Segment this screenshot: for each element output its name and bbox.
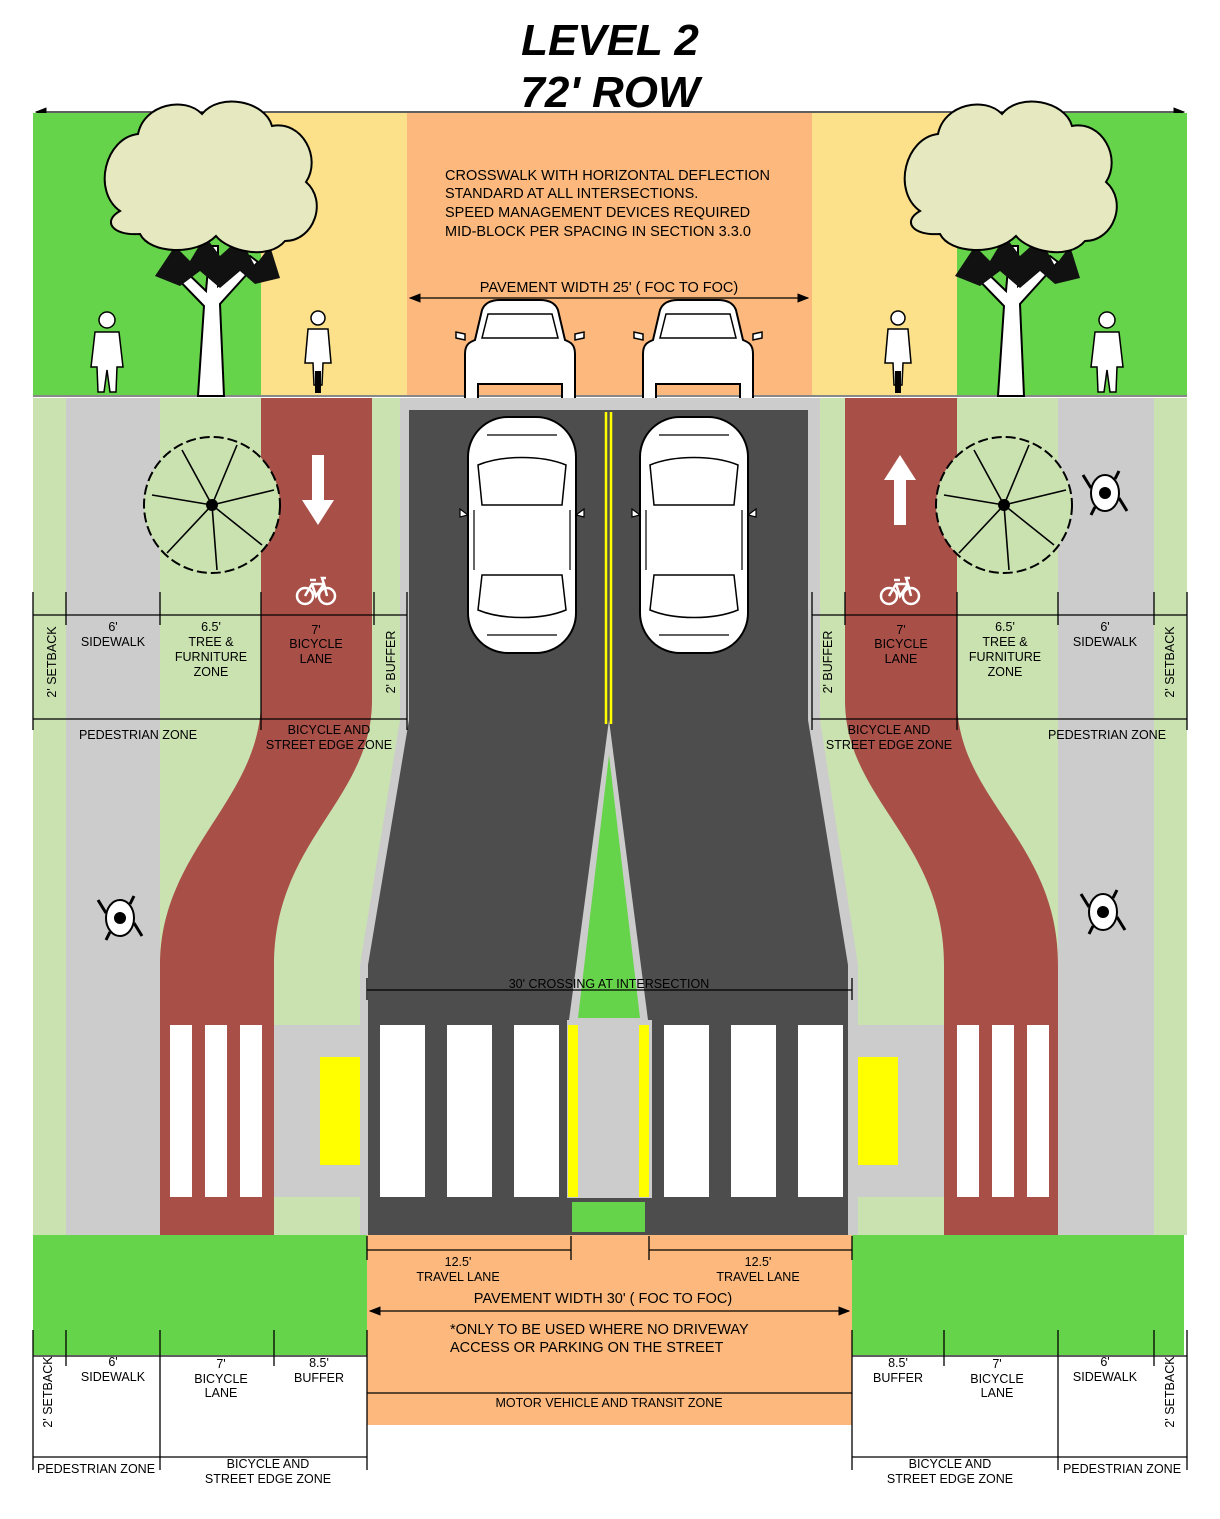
right-sidewalk [1058,398,1154,1235]
dim-label: 6' [1100,620,1109,634]
dim-label: LANE [981,1386,1014,1400]
dim-label: 2' SETBACK [1163,1356,1177,1428]
car-icon [459,416,585,654]
dim-label: BICYCLE [194,1372,248,1386]
dim-label: BICYCLE AND [909,1457,992,1471]
dim-label: BICYCLE [874,637,928,651]
dim-label: BICYCLE AND [848,723,931,737]
dim-label: BICYCLE [970,1372,1024,1386]
dim-label: LANE [300,652,333,666]
dim-label: STREET EDGE ZONE [266,738,392,752]
bottom-right-dimensions: 8.5' BUFFER 7' BICYCLE LANE 6' SIDEWALK … [851,1330,1188,1486]
dim-label: TRAVEL LANE [716,1270,799,1284]
crossing-dimensions: 30' CROSSING AT INTERSECTION 12.5' TRAVE… [366,977,853,1410]
dim-label: 2' SETBACK [41,1356,55,1428]
section-elevation: CROSSWALK WITH HORIZONTAL DEFLECTION STA… [33,100,1187,410]
dim-label: PEDESTRIAN ZONE [79,728,197,742]
crosswalk-stripes [170,1025,1049,1197]
dim-label: 6.5' [995,620,1015,634]
direction-arrow-icon [302,455,334,525]
dim-label: TREE & [982,635,1028,649]
dim-label: STREET EDGE ZONE [887,1472,1013,1486]
median-island [578,755,640,1018]
dim-label: BUFFER [873,1371,923,1385]
pavement-width-bottom: PAVEMENT WIDTH 30' ( FOC TO FOC) [474,1291,732,1307]
dim-label: BUFFER [294,1371,344,1385]
dim-label: STREET EDGE ZONE [826,738,952,752]
dim-label: 2' BUFFER [384,631,398,694]
dim-label: 7' [896,623,905,637]
title-line-2: 72' ROW [520,68,703,117]
note-line-2: STANDARD AT ALL INTERSECTIONS. [445,186,698,202]
dim-label: 12.5' [445,1255,472,1269]
bottom-left-dimensions: 2' SETBACK 6' SIDEWALK 7' BICYCLE LANE 8… [32,1330,368,1486]
right-dimensions: 2' BUFFER 7' BICYCLE LANE 6.5' TREE & FU… [811,592,1188,752]
dim-label: SIDEWALK [1073,1370,1138,1384]
bottom-left-grass [33,1235,367,1355]
dim-label: ZONE [988,665,1023,679]
motor-zone-label: MOTOR VEHICLE AND TRANSIT ZONE [495,1396,722,1410]
car-icon [631,416,757,654]
dim-label: SIDEWALK [81,635,146,649]
dim-label: 7' [216,1357,225,1371]
dim-label: TRAVEL LANE [416,1270,499,1284]
dim-label: PEDESTRIAN ZONE [37,1462,155,1476]
dim-label: ZONE [194,665,229,679]
bottom-note-line-2: ACCESS OR PARKING ON THE STREET [450,1340,724,1356]
pavement-width-top: PAVEMENT WIDTH 25' ( FOC TO FOC) [480,280,738,296]
dim-label: FURNITURE [175,650,247,664]
dim-label: STREET EDGE ZONE [205,1472,331,1486]
left-sidewalk [66,398,160,1235]
tree-icon [935,436,1073,574]
dim-label: BICYCLE [289,637,343,651]
bottom-note-line-1: *ONLY TO BE USED WHERE NO DRIVEWAY [450,1322,749,1338]
dim-label: 6' [108,620,117,634]
dim-label: BICYCLE AND [227,1457,310,1471]
note-line-4: MID-BLOCK PER SPACING IN SECTION 3.3.0 [445,224,751,240]
dim-label: SIDEWALK [81,1370,146,1384]
plan-view [33,398,1187,1425]
note-line-1: CROSSWALK WITH HORIZONTAL DEFLECTION [445,168,770,184]
dim-label: 8.5' [309,1356,329,1370]
dim-label: FURNITURE [969,650,1041,664]
dim-label: 12.5' [745,1255,772,1269]
dim-label: 2' SETBACK [1163,626,1177,698]
dim-label: 6' [1100,1355,1109,1369]
left-crosswalk-yellow [320,1057,365,1165]
bottom-right-grass [852,1235,1184,1355]
dim-label: 6.5' [201,620,221,634]
dim-label: SIDEWALK [1073,635,1138,649]
dim-label: LANE [205,1386,238,1400]
dim-label: 7' [311,623,320,637]
dim-label: TREE & [188,635,234,649]
dim-label: BICYCLE AND [288,723,371,737]
note-line-3: SPEED MANAGEMENT DEVICES REQUIRED [445,205,750,221]
dim-label: PEDESTRIAN ZONE [1063,1462,1181,1476]
dim-label: 2' SETBACK [45,626,59,698]
title-line-1: LEVEL 2 [521,16,699,65]
right-crosswalk-yellow [853,1057,898,1165]
dim-label: LANE [885,652,918,666]
crossing-label: 30' CROSSING AT INTERSECTION [509,977,710,991]
dim-label: 7' [992,1357,1001,1371]
tree-icon [143,436,281,574]
dim-label: 8.5' [888,1356,908,1370]
direction-arrow-icon [884,455,916,525]
dim-label: 6' [108,1355,117,1369]
left-dimensions: 2' SETBACK 6' SIDEWALK 6.5' TREE & FURNI… [32,592,408,752]
dim-label: PEDESTRIAN ZONE [1048,728,1166,742]
dim-label: 2' BUFFER [821,631,835,694]
